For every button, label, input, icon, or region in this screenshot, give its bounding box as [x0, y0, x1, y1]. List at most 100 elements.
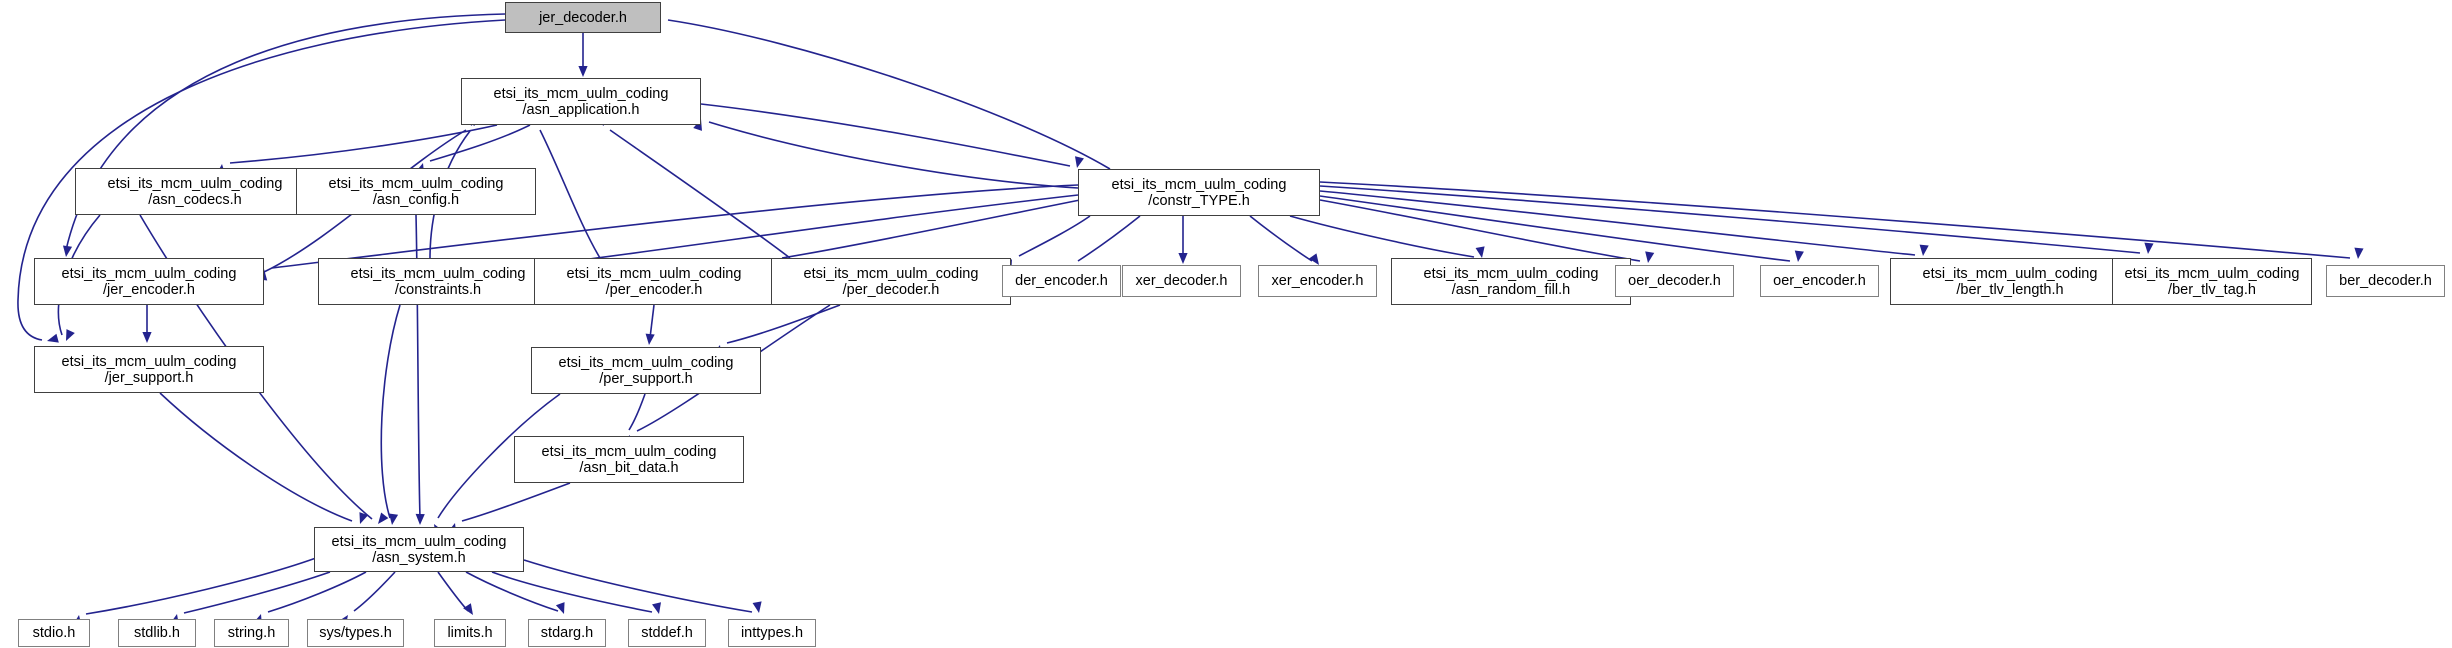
graph-node-oer_encoder[interactable]: oer_encoder.h — [1760, 265, 1879, 297]
graph-node-label: etsi_its_mcm_uulm_coding/asn_bit_data.h — [542, 444, 717, 476]
graph-node-asn_config[interactable]: etsi_its_mcm_uulm_coding/asn_config.h — [296, 168, 536, 215]
graph-edge-arrowhead — [1919, 244, 1929, 256]
graph-node-constr_TYPE[interactable]: etsi_its_mcm_uulm_coding/constr_TYPE.h — [1078, 169, 1320, 216]
graph-edge-asn_system-to-limits — [437, 571, 469, 612]
graph-node-label-line: etsi_its_mcm_uulm_coding — [328, 175, 504, 192]
graph-node-per_support[interactable]: etsi_its_mcm_uulm_coding/per_support.h — [531, 347, 761, 394]
graph-node-label: sys/types.h — [319, 625, 392, 641]
graph-edge-constr_TYPE-to-ber_tlv_length — [1319, 190, 1916, 256]
graph-node-per_decoder[interactable]: etsi_its_mcm_uulm_coding/per_decoder.h — [771, 258, 1011, 305]
graph-node-per_encoder[interactable]: etsi_its_mcm_uulm_coding/per_encoder.h — [534, 258, 774, 305]
graph-node-asn_application[interactable]: etsi_its_mcm_uulm_coding/asn_application… — [461, 78, 701, 125]
graph-edge-arrowhead — [1308, 253, 1319, 265]
graph-node-asn_random_fill[interactable]: etsi_its_mcm_uulm_coding/asn_random_fill… — [1391, 258, 1631, 305]
graph-node-label-line: /asn_system.h — [372, 549, 466, 566]
graph-edge-arrowhead — [555, 602, 565, 614]
graph-node-ber_tlv_length[interactable]: etsi_its_mcm_uulm_coding/ber_tlv_length.… — [1890, 258, 2130, 305]
graph-edge-arrowhead — [142, 332, 152, 343]
graph-edge-asn_application-to-constr_TYPE — [700, 103, 1071, 167]
graph-edge-constr_TYPE-to-der_encoder — [1077, 215, 1141, 262]
graph-edge-constr_TYPE-to-xer_encoder — [1249, 215, 1313, 262]
graph-edge-asn_system-to-sys_types — [353, 571, 396, 612]
graph-node-stddef[interactable]: stddef.h — [628, 619, 706, 647]
graph-node-jer_decoder[interactable]: jer_decoder.h — [505, 2, 661, 33]
graph-edge-asn_application-to-asn_codecs — [229, 124, 498, 164]
graph-node-label: stdio.h — [33, 625, 76, 641]
graph-node-label-line: etsi_its_mcm_uulm_coding — [61, 353, 237, 370]
graph-node-label-line: etsi_its_mcm_uulm_coding — [541, 443, 717, 460]
graph-edge-jer_support-to-asn_system — [159, 392, 353, 522]
graph-node-string[interactable]: string.h — [214, 619, 289, 647]
graph-node-label-line: etsi_its_mcm_uulm_coding — [107, 175, 283, 192]
graph-edge-asn_bit_data-to-asn_system — [461, 482, 571, 522]
graph-node-stdio[interactable]: stdio.h — [18, 619, 90, 647]
graph-node-label-line: /constraints.h — [394, 281, 482, 298]
graph-node-label: string.h — [228, 625, 276, 641]
graph-node-label: stdarg.h — [541, 625, 593, 641]
graph-edge-arrowhead — [1178, 253, 1188, 264]
graph-node-label-line: limits.h — [447, 625, 493, 641]
graph-node-xer_encoder[interactable]: xer_encoder.h — [1258, 265, 1377, 297]
graph-node-label-line: /ber_tlv_tag.h — [2168, 281, 2256, 298]
graph-node-label-line: etsi_its_mcm_uulm_coding — [566, 265, 742, 282]
graph-node-oer_decoder[interactable]: oer_decoder.h — [1615, 265, 1734, 297]
graph-node-stdarg[interactable]: stdarg.h — [528, 619, 606, 647]
graph-node-label-line: der_encoder.h — [1015, 273, 1108, 289]
graph-edge-arrowhead — [47, 333, 59, 343]
graph-edge-per_decoder-to-asn_application — [609, 129, 791, 259]
graph-node-asn_system[interactable]: etsi_its_mcm_uulm_coding/asn_system.h — [314, 527, 524, 572]
graph-edge-asn_system-to-stddef — [491, 571, 653, 613]
graph-edge-constraints-to-asn_system — [380, 304, 401, 519]
graph-node-stdlib[interactable]: stdlib.h — [118, 619, 196, 647]
graph-node-label: etsi_its_mcm_uulm_coding/asn_config.h — [329, 176, 504, 208]
graph-node-label: etsi_its_mcm_uulm_coding/constraints.h — [351, 266, 526, 298]
graph-node-label: oer_encoder.h — [1773, 273, 1866, 289]
graph-edge-asn_system-to-stdarg — [465, 571, 559, 612]
graph-node-label-line: etsi_its_mcm_uulm_coding — [2124, 265, 2300, 282]
graph-node-label-line: /jer_encoder.h — [103, 281, 195, 298]
graph-node-label: etsi_its_mcm_uulm_coding/asn_random_fill… — [1424, 266, 1599, 298]
graph-edge-arrowhead — [1475, 246, 1485, 258]
graph-node-label-line: /asn_codecs.h — [148, 191, 242, 208]
graph-node-label-line: /per_decoder.h — [842, 281, 940, 298]
graph-edge-arrowhead — [2144, 242, 2154, 254]
graph-edge-constr_TYPE-to-asn_application — [708, 121, 1079, 189]
graph-node-label-line: /asn_config.h — [372, 191, 460, 208]
graph-edge-asn_system-to-stdlib — [183, 571, 331, 614]
graph-node-label: etsi_its_mcm_uulm_coding/jer_encoder.h — [62, 266, 237, 298]
graph-node-label-line: /ber_tlv_length.h — [1956, 281, 2064, 298]
graph-node-ber_tlv_tag[interactable]: etsi_its_mcm_uulm_coding/ber_tlv_tag.h — [2112, 258, 2312, 305]
graph-node-label: inttypes.h — [741, 625, 803, 641]
graph-node-limits[interactable]: limits.h — [434, 619, 506, 647]
graph-node-label: oer_decoder.h — [1628, 273, 1721, 289]
graph-node-label-line: sys/types.h — [319, 625, 392, 641]
graph-node-inttypes[interactable]: inttypes.h — [728, 619, 816, 647]
graph-node-label-line: etsi_its_mcm_uulm_coding — [803, 265, 979, 282]
graph-node-label-line: xer_decoder.h — [1135, 273, 1228, 289]
graph-node-label: etsi_its_mcm_uulm_coding/asn_system.h — [332, 534, 507, 566]
graph-edge-arrowhead — [645, 333, 655, 345]
graph-edge-arrowhead — [752, 601, 762, 613]
graph-node-label-line: jer_decoder.h — [539, 9, 627, 26]
graph-node-label-line: /asn_random_fill.h — [1451, 281, 1571, 298]
graph-node-xer_decoder[interactable]: xer_decoder.h — [1122, 265, 1241, 297]
graph-node-label: etsi_its_mcm_uulm_coding/per_encoder.h — [567, 266, 742, 298]
graph-node-label-line: stddef.h — [641, 625, 693, 641]
graph-node-label-line: etsi_its_mcm_uulm_coding — [350, 265, 526, 282]
graph-node-constraints[interactable]: etsi_its_mcm_uulm_coding/constraints.h — [318, 258, 558, 305]
graph-edge-arrowhead — [652, 602, 662, 614]
graph-node-label-line: etsi_its_mcm_uulm_coding — [1111, 176, 1287, 193]
graph-node-jer_support[interactable]: etsi_its_mcm_uulm_coding/jer_support.h — [34, 346, 264, 393]
graph-node-sys_types[interactable]: sys/types.h — [307, 619, 404, 647]
graph-edge-asn_config-to-asn_system — [415, 214, 421, 519]
graph-edge-per_encoder-to-asn_application — [539, 129, 601, 259]
graph-edge-arrowhead — [578, 66, 588, 77]
graph-node-der_encoder[interactable]: der_encoder.h — [1002, 265, 1121, 297]
graph-edge-asn_system-to-inttypes — [523, 559, 753, 613]
graph-edge-asn_system-to-stdio — [85, 557, 317, 615]
graph-node-ber_decoder[interactable]: ber_decoder.h — [2326, 265, 2445, 297]
graph-edge-asn_application-to-asn_config — [429, 124, 531, 162]
graph-node-asn_bit_data[interactable]: etsi_its_mcm_uulm_coding/asn_bit_data.h — [514, 436, 744, 483]
graph-node-asn_codecs[interactable]: etsi_its_mcm_uulm_coding/asn_codecs.h — [75, 168, 315, 215]
graph-node-jer_encoder[interactable]: etsi_its_mcm_uulm_coding/jer_encoder.h — [34, 258, 264, 305]
